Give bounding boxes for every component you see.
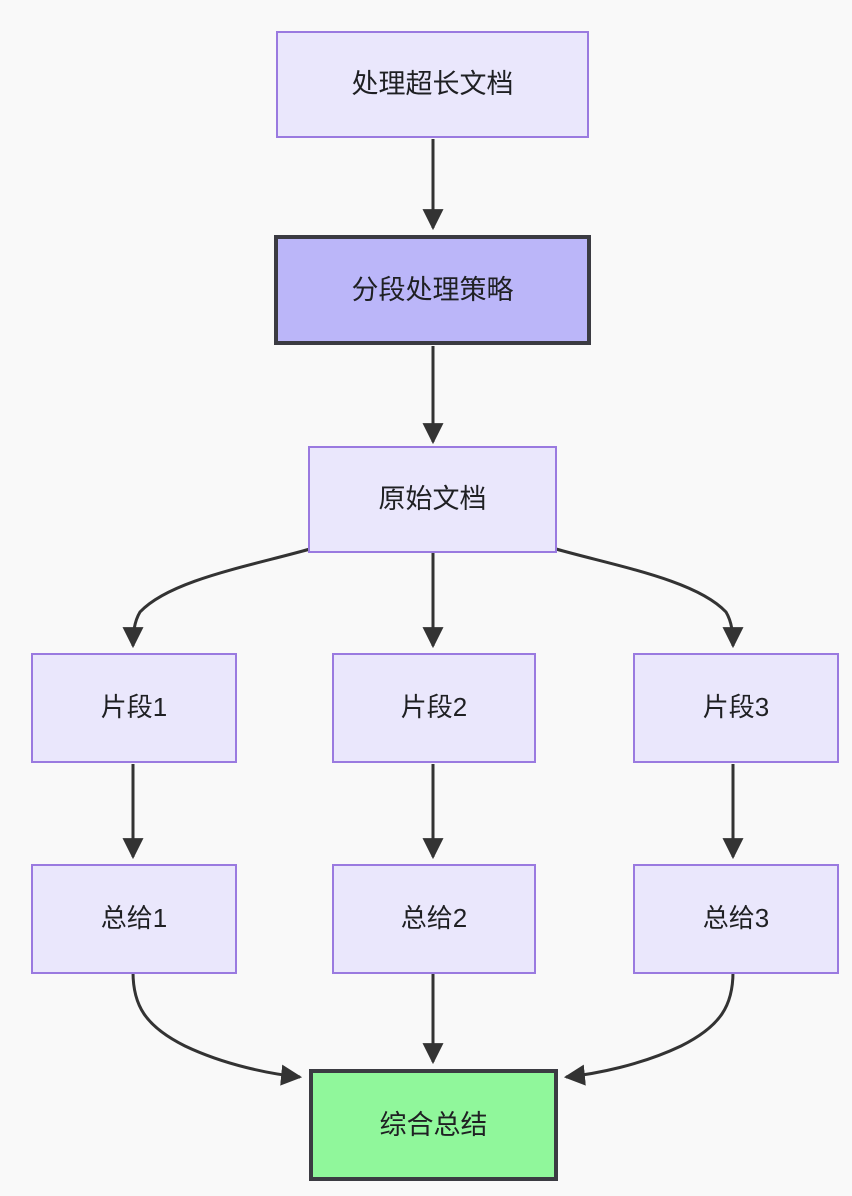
node-chunk-3[interactable]: 片段3 (633, 653, 839, 763)
node-summary-2[interactable]: 总给2 (332, 864, 536, 974)
node-label: 处理超长文档 (351, 69, 514, 100)
edge-n9-n10 (563, 971, 735, 1086)
node-label: 片段3 (702, 692, 770, 723)
node-label: 总给2 (400, 903, 468, 934)
node-chunking-strategy[interactable]: 分段处理策略 (274, 235, 591, 345)
node-label: 片段2 (400, 692, 468, 723)
node-label: 片段1 (100, 692, 168, 723)
edge-n7-n10 (131, 971, 303, 1086)
node-summary-3[interactable]: 总给3 (633, 864, 839, 974)
node-summary-1[interactable]: 总给1 (31, 864, 237, 974)
node-final-summary[interactable]: 综合总结 (309, 1069, 558, 1181)
edge-n3-n4 (122, 547, 311, 649)
node-process-long-document[interactable]: 处理超长文档 (276, 31, 589, 138)
node-label: 原始文档 (378, 484, 487, 515)
node-label: 总给3 (702, 903, 770, 934)
node-original-document[interactable]: 原始文档 (308, 446, 557, 553)
edge-n3-n6 (555, 547, 744, 649)
node-label: 总给1 (100, 903, 168, 934)
node-chunk-2[interactable]: 片段2 (332, 653, 536, 763)
node-label: 综合总结 (379, 1109, 488, 1140)
node-label: 分段处理策略 (351, 274, 514, 305)
node-chunk-1[interactable]: 片段1 (31, 653, 237, 763)
